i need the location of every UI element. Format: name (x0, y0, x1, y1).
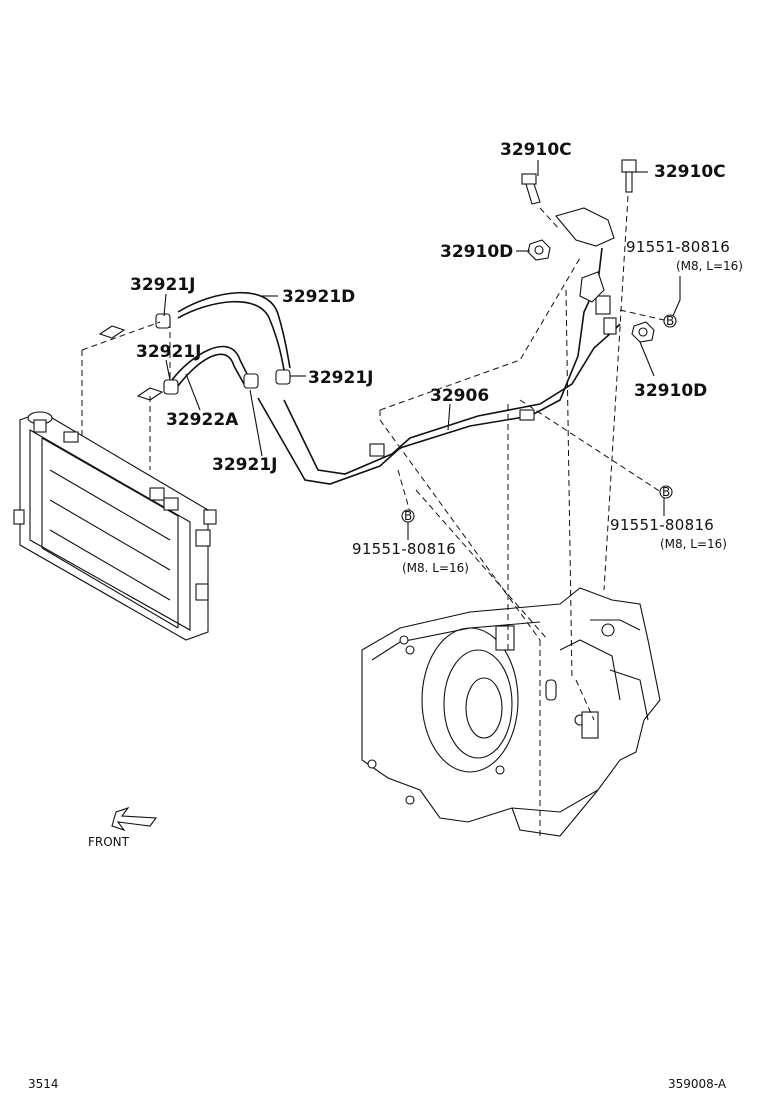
nut-32910d-right (631, 321, 655, 343)
label-bolt-32910c-top: 32910C (500, 140, 572, 160)
label-hose-32921d: 32921D (282, 287, 355, 307)
flow-arrow-upper (98, 325, 126, 339)
label-tube-32906: 32906 (430, 386, 489, 406)
label-bolt-91551-mid-spec: (M8, L=16) (660, 537, 727, 551)
label-bolt-91551-top-spec: (M8, L=16) (676, 259, 743, 273)
radiator (13, 411, 217, 641)
label-nut-32910d-right: 32910D (634, 381, 707, 401)
svg-text:B: B (662, 485, 670, 499)
front-arrow: FRONT (88, 806, 158, 849)
b-marker-mid: B (659, 485, 673, 499)
guide-lines (81, 195, 665, 836)
footer-left-code: 3514 (28, 1077, 59, 1091)
label-bolt-91551-left-spec: (M8. L=16) (402, 561, 469, 575)
footer-right-code: 359008-A (668, 1077, 727, 1091)
label-bolt-91551-left: 91551-80816 (352, 540, 456, 558)
bolt-32910c-left (521, 173, 541, 205)
svg-text:B: B (666, 314, 674, 328)
clamp-mid-right (275, 369, 291, 385)
clamp-mid-left (163, 379, 179, 395)
front-label: FRONT (88, 835, 130, 849)
nut-32910d-top (527, 239, 551, 261)
bolt-32910c-right (621, 159, 637, 193)
b-marker-left: B (401, 509, 415, 523)
label-bolt-91551-mid: 91551-80816 (610, 516, 714, 534)
tube-bracket (555, 207, 617, 335)
label-clamp-32921j-mid-right: 32921J (308, 368, 373, 388)
label-clamp-32921j-upper: 32921J (130, 275, 195, 295)
flow-arrow-lower (136, 387, 164, 401)
label-bolt-32910c-right: 32910C (654, 162, 726, 182)
label-nut-32910d-top: 32910D (440, 242, 513, 262)
clamp-lower (243, 373, 259, 389)
tube-assy (257, 247, 621, 485)
transaxle (361, 587, 661, 837)
clamp-upper-left (155, 313, 171, 329)
leader-lines (163, 160, 681, 540)
hose-32921d (177, 291, 291, 371)
label-clamp-32921j-lower: 32921J (212, 455, 277, 475)
b-marker-top: B (663, 314, 677, 328)
label-bolt-91551-top: 91551-80816 (626, 238, 730, 256)
label-hose-32922a: 32922A (166, 410, 239, 430)
hose-32922a (171, 345, 251, 387)
label-clamp-32921j-mid-left: 32921J (136, 342, 201, 362)
svg-text:B: B (404, 509, 412, 523)
